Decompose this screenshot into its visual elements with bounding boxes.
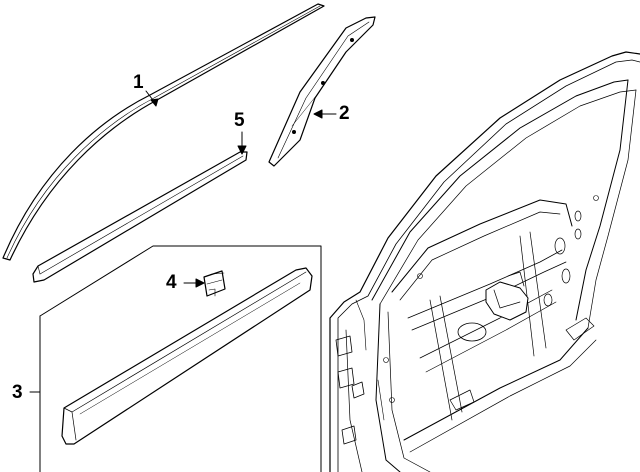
part-5-weatherstrip bbox=[32, 151, 248, 283]
callout-3: 3 bbox=[12, 382, 23, 403]
callout-5: 5 bbox=[234, 110, 245, 131]
part-4-clip bbox=[203, 270, 226, 297]
part-2-applique bbox=[268, 16, 376, 167]
leader-lines bbox=[29, 90, 337, 393]
part-3-bracket-box bbox=[39, 245, 322, 472]
part-1-molding bbox=[2, 3, 325, 261]
callout-4: 4 bbox=[166, 272, 177, 293]
door-shell bbox=[329, 51, 640, 472]
part-3-side-molding bbox=[61, 267, 313, 445]
callout-2: 2 bbox=[339, 103, 350, 124]
callout-1: 1 bbox=[133, 72, 144, 93]
